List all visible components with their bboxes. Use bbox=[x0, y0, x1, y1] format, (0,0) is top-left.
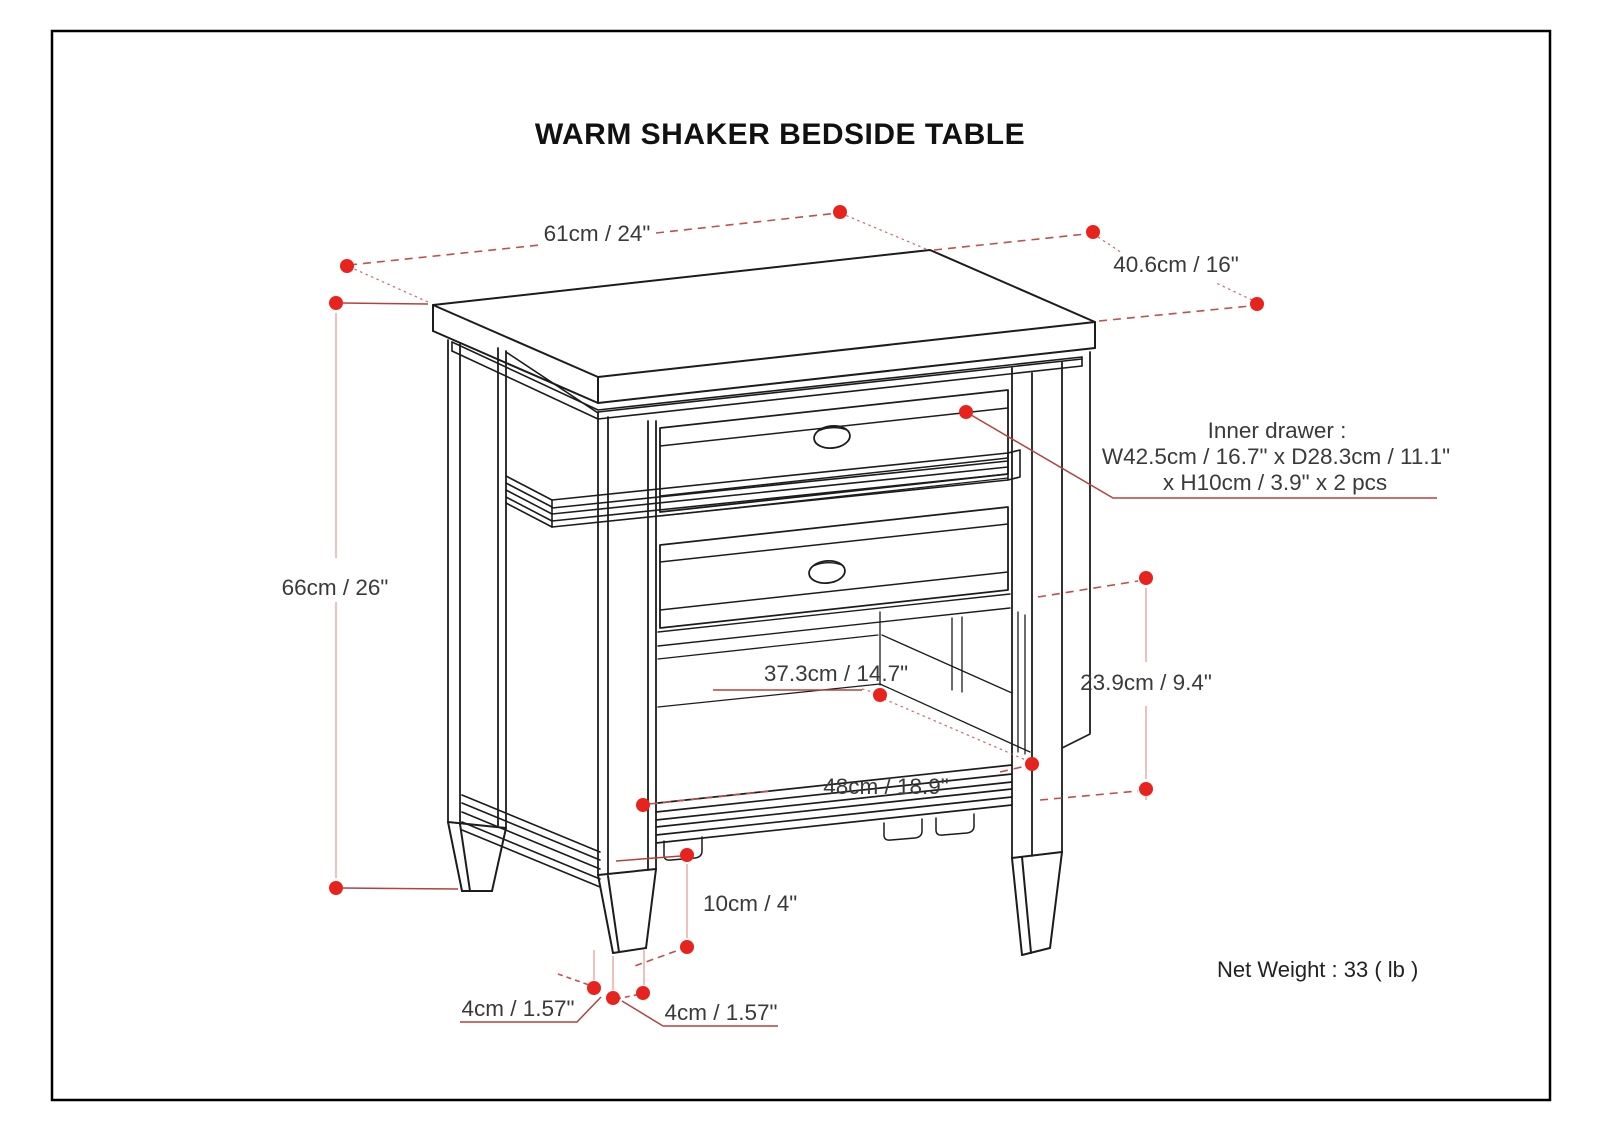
measure-dots bbox=[329, 205, 1264, 1005]
dim-label-shelf-width: 48cm / 18.9" bbox=[823, 774, 949, 799]
lower-drawer bbox=[657, 506, 1011, 647]
dim-label-foot-front: 4cm / 1.57" bbox=[461, 996, 574, 1021]
mid-rail bbox=[551, 449, 1021, 528]
lower-drawer-handle bbox=[808, 559, 846, 585]
dim-label-shelf-height: 10cm / 4" bbox=[703, 891, 797, 916]
left-side-panel bbox=[461, 351, 601, 888]
inner-drawer-note: Inner drawer : W42.5cm / 16.7" x D28.3cm… bbox=[1102, 418, 1450, 495]
leader-lines bbox=[342, 302, 1437, 1027]
cabinet-interior bbox=[657, 611, 1031, 755]
measure-dotted-lines bbox=[351, 214, 1253, 762]
back-left-leg bbox=[447, 339, 507, 892]
front-right-leg bbox=[1011, 351, 1091, 956]
front-left-leg bbox=[597, 411, 657, 954]
page-border bbox=[50, 29, 1552, 1102]
page-title: WARM SHAKER BEDSIDE TABLE bbox=[535, 118, 1025, 151]
dim-label-height: 66cm / 26" bbox=[282, 575, 389, 600]
inner-drawer-title: Inner drawer : bbox=[1208, 418, 1347, 443]
inner-drawer-size2: x H10cm / 3.9" x 2 pcs bbox=[1163, 470, 1387, 495]
dim-label-top-depth: 40.6cm / 16" bbox=[1113, 252, 1239, 277]
inner-drawer-size: W42.5cm / 16.7" x D28.3cm / 11.1" bbox=[1102, 444, 1450, 469]
measure-light-lines bbox=[335, 313, 1147, 990]
dim-label-open-height: 23.9cm / 9.4" bbox=[1080, 670, 1212, 695]
dim-label-foot-side: 4cm / 1.57" bbox=[664, 1000, 777, 1025]
dim-label-inner-depth: 37.3cm / 14.7" bbox=[764, 661, 908, 686]
upper-drawer-handle bbox=[813, 424, 851, 450]
tabletop bbox=[432, 249, 1096, 420]
net-weight-label: Net Weight : 33 ( lb ) bbox=[1217, 957, 1418, 982]
dim-label-top-width: 61cm / 24" bbox=[544, 221, 651, 246]
bedside-table-drawing bbox=[432, 249, 1096, 956]
top-rail bbox=[597, 358, 1083, 413]
